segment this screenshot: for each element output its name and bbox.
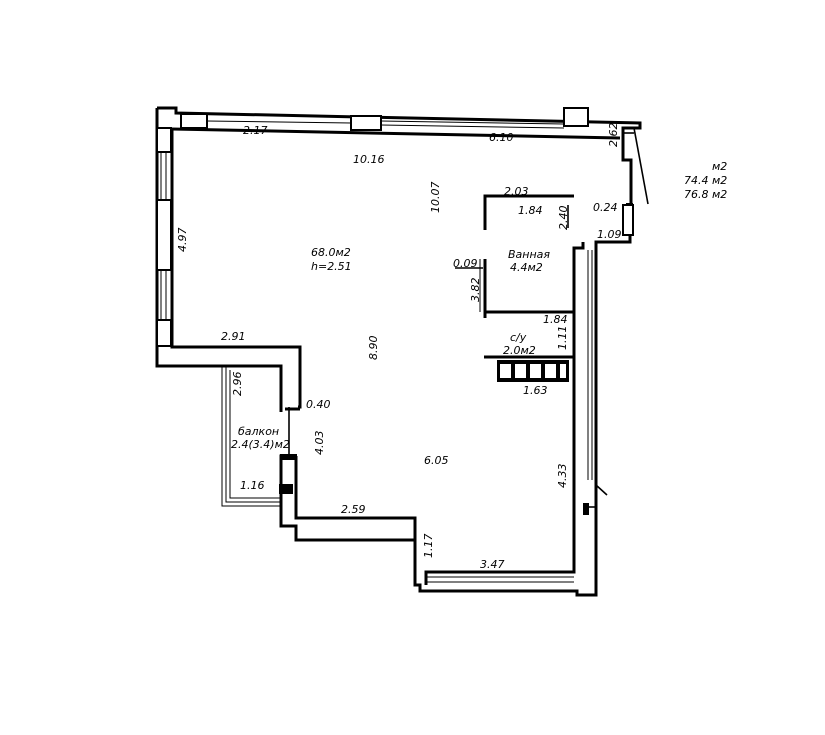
dim-label: 10.16 <box>353 153 385 166</box>
dim-label: 4.33 <box>556 464 569 489</box>
balcony-area: 2.4(3.4)м2 <box>231 438 290 451</box>
bath-area: 4.4м2 <box>510 261 543 274</box>
entrance-door <box>583 484 608 580</box>
bathroom-walls <box>479 194 574 359</box>
dim-label: 1.63 <box>523 384 548 397</box>
exterior-wall <box>155 106 642 597</box>
main-room-height: h=2.51 <box>311 260 352 273</box>
dim-label: 1.84 <box>543 313 568 326</box>
dim-label: 10.07 <box>429 182 442 214</box>
dim-label: 1.11 <box>556 326 569 351</box>
window-openings <box>156 107 649 583</box>
wc-area: 2.0м2 <box>503 344 536 357</box>
dim-label: 0.40 <box>306 398 331 411</box>
legend-unit: м2 <box>712 160 727 173</box>
pillar <box>280 454 297 460</box>
dim-label: 8.90 <box>367 336 380 361</box>
balcony-name: балкон <box>238 425 279 438</box>
dimension-labels: 2.17 6.10 2.62 10.16 10.07 2.03 1.84 2.4… <box>176 123 622 572</box>
dim-label: 2.03 <box>504 185 529 198</box>
dim-label: 2.40 <box>557 206 570 231</box>
dim-label: 3.47 <box>480 558 505 571</box>
dim-label: 1.84 <box>518 204 543 217</box>
dim-label: 1.17 <box>422 534 435 559</box>
window-left-3 <box>156 319 172 347</box>
area-legend: м2 74.4 м2 76.8 м2 <box>684 160 727 201</box>
balcony-walls <box>221 366 290 507</box>
dim-label: 1.16 <box>240 479 265 492</box>
dim-label: 4.03 <box>313 431 326 456</box>
window-left-1 <box>156 127 172 153</box>
window-top-1 <box>180 113 208 129</box>
room-labels: 68.0м2 h=2.51 Ванная 4.4м2 с/у 2.0м2 бал… <box>231 246 550 451</box>
dim-label: 2.91 <box>221 330 246 343</box>
wc-fixtures <box>497 360 569 382</box>
legend-area-2: 76.8 м2 <box>684 188 727 201</box>
main-room-area: 68.0м2 <box>311 246 351 259</box>
window-left-2 <box>156 199 172 271</box>
dim-label: 6.10 <box>489 131 514 144</box>
dim-label: 6.05 <box>424 454 449 467</box>
dim-label: 2.62 <box>607 123 620 148</box>
dim-label: 3.82 <box>469 278 482 303</box>
dim-label: 1.09 <box>597 228 622 241</box>
bath-name: Ванная <box>508 248 550 261</box>
window-top-2 <box>350 115 382 131</box>
pillar <box>279 484 293 494</box>
window-top-3 <box>563 107 589 127</box>
dim-label: 2.17 <box>243 124 268 137</box>
dim-label: 0.09 <box>453 257 478 270</box>
legend-area-1: 74.4 м2 <box>684 174 727 187</box>
dim-label: 0.24 <box>593 201 618 214</box>
dim-label: 2.59 <box>341 503 366 516</box>
dim-label: 4.97 <box>176 228 189 253</box>
dim-label: 2.96 <box>231 372 244 397</box>
wc-name: с/у <box>510 331 527 344</box>
